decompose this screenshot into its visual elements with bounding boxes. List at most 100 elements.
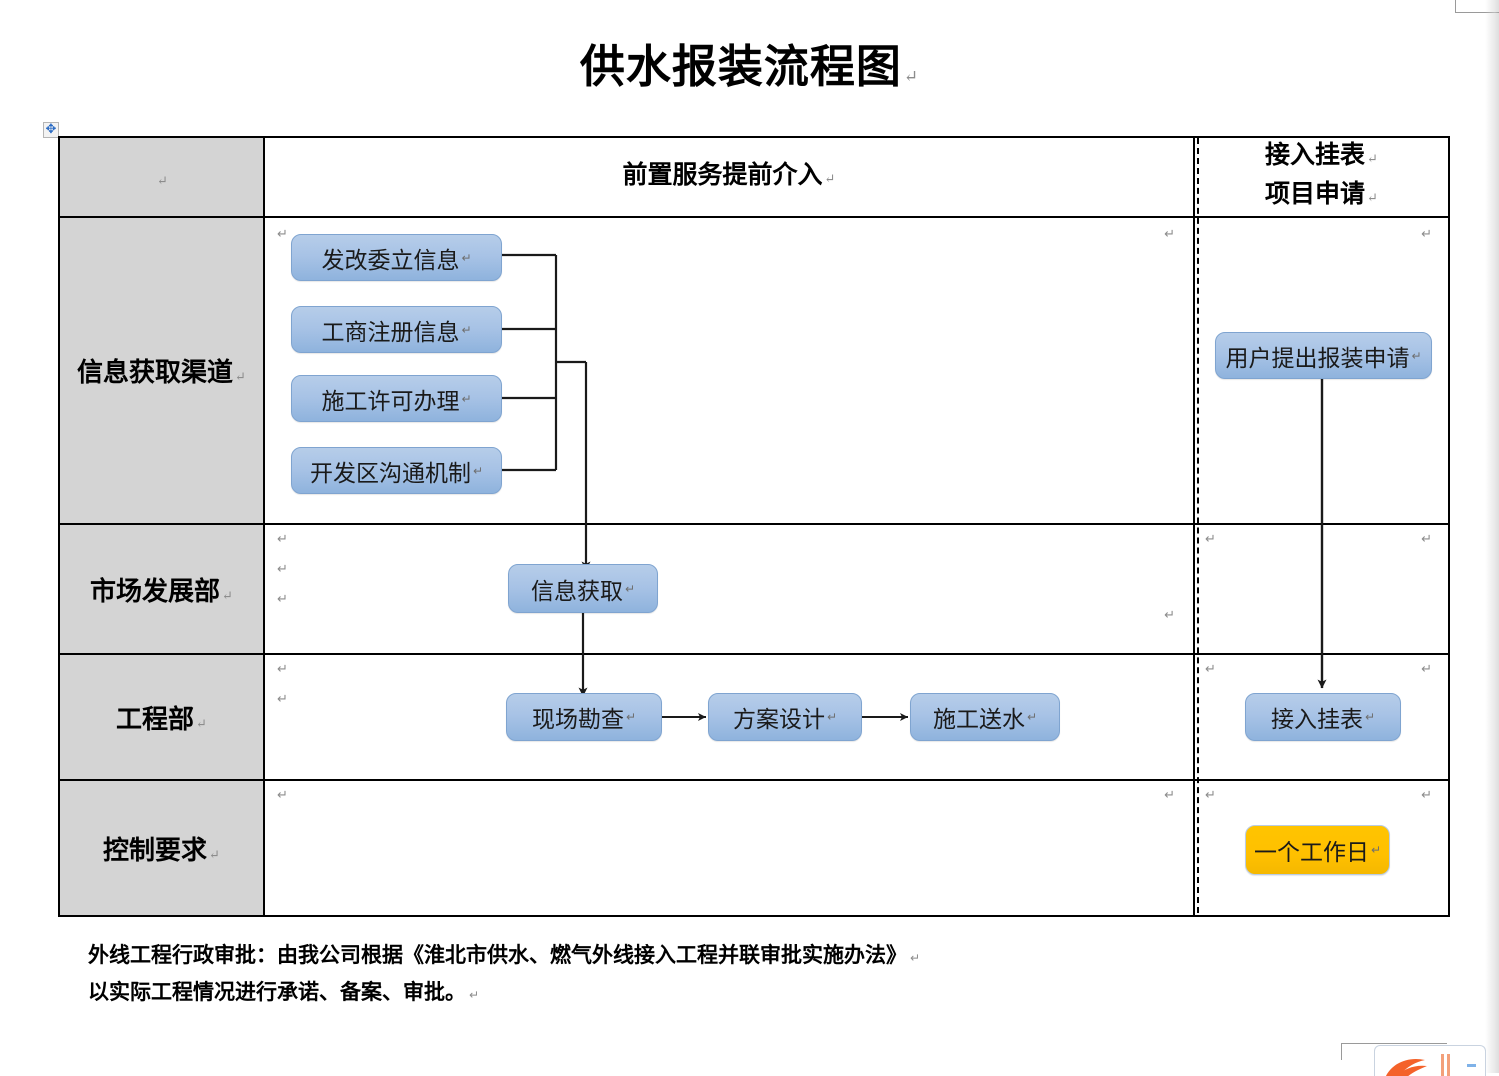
header-center-phase-text: 前置服务提前介入	[622, 159, 823, 189]
table-row-market-dept: 市场发展部↵ ↵ ↵ ↵ ↵ ↵ ↵	[58, 523, 1450, 655]
footer-note-line1-wrap: 外线工程行政审批：由我公司根据《淮北市供水、燃气外线接入工程并联审批实施办法》↵	[88, 938, 1188, 975]
page-title: 供水报装流程图↵	[0, 30, 1499, 95]
node-info-collection[interactable]: 信息获取↵	[508, 564, 658, 613]
header-right-phase-line1-wrap: 接入挂表↵	[1195, 138, 1448, 177]
node-source-business-registration-info[interactable]: 工商注册信息↵	[291, 306, 502, 353]
pilcrow-mark: ↵	[1205, 788, 1216, 803]
node-user-application[interactable]: 用户提出报装申请↵	[1215, 332, 1432, 379]
pilcrow-mark: ↵	[1164, 608, 1175, 623]
pilcrow-mark: ↵	[903, 67, 920, 87]
lane-label-engineering-dept: 工程部↵	[58, 653, 265, 781]
node-source-development-reform-info[interactable]: 发改委立信息↵	[291, 234, 502, 281]
pilcrow-mark: ↵	[1370, 843, 1382, 857]
pilcrow-mark: ↵	[1411, 348, 1422, 363]
lane-body-control-center: ↵ ↵	[263, 779, 1195, 917]
node-source-development-zone-channel[interactable]: 开发区沟通机制↵	[291, 447, 502, 494]
pilcrow-mark: ↵	[1026, 710, 1038, 724]
pilcrow-mark: ↵	[1421, 227, 1432, 242]
pilcrow-mark: ↵	[277, 562, 288, 577]
pilcrow-mark: ↵	[157, 174, 168, 189]
lane-label-header: ↵	[58, 136, 265, 218]
node-source-construction-permit[interactable]: 施工许可办理↵	[291, 375, 502, 422]
pilcrow-mark: ↵	[277, 692, 288, 707]
node-label: 工商注册信息	[321, 319, 460, 346]
pilcrow-mark: ↵	[910, 951, 921, 965]
pilcrow-mark: ↵	[277, 592, 288, 607]
lane-label-info-channels-text: 信息获取渠道	[77, 358, 234, 388]
page-corner-marker	[1341, 1043, 1447, 1060]
node-label: 开发区沟通机制	[309, 460, 471, 487]
node-label: 发改委立信息	[321, 247, 460, 274]
page-title-text: 供水报装流程图	[579, 40, 902, 93]
lane-label-market-dept: 市场发展部↵	[58, 523, 265, 655]
pilcrow-mark: ↵	[1421, 532, 1432, 547]
pilcrow-mark: ↵	[1367, 191, 1378, 206]
orange-swoosh-icon	[1386, 1059, 1427, 1076]
node-label: 方案设计	[732, 707, 825, 733]
pilcrow-mark: ↵	[196, 716, 207, 732]
node-label: 信息获取	[530, 578, 623, 605]
orange-bars-icon	[1441, 1054, 1453, 1076]
pilcrow-mark: ↵	[625, 710, 637, 724]
lane-label-control-requirement: 控制要求↵	[58, 779, 265, 917]
footer-note-line2-wrap: 以实际工程情况进行承诺、备案、审批。↵	[88, 975, 1188, 1012]
lane-label-market-dept-text: 市场发展部	[90, 576, 221, 607]
pilcrow-mark: ↵	[209, 847, 220, 863]
node-scheme-design[interactable]: 方案设计↵	[708, 693, 862, 741]
lane-body-market-right: ↵ ↵	[1193, 523, 1450, 655]
pilcrow-mark: ↵	[1205, 532, 1216, 547]
pilcrow-mark: ↵	[461, 391, 472, 406]
lane-label-engineering-dept-text: 工程部	[116, 704, 195, 735]
pilcrow-mark: ↵	[1367, 152, 1378, 167]
header-cell-center-phase: 前置服务提前介入↵	[263, 136, 1195, 218]
node-label: 接入挂表	[1270, 707, 1363, 733]
lane-label-control-requirement-text: 控制要求	[103, 835, 208, 866]
node-label: 现场勘查	[531, 707, 624, 733]
node-connect-meter[interactable]: 接入挂表↵	[1245, 693, 1401, 741]
page-edge-marker	[1455, 0, 1499, 13]
pilcrow-mark: ↵	[1364, 710, 1376, 724]
pilcrow-mark: ↵	[469, 988, 480, 1002]
pilcrow-mark: ↵	[826, 710, 838, 724]
pilcrow-mark: ↵	[461, 250, 472, 265]
pilcrow-mark: ↵	[277, 788, 288, 803]
pilcrow-mark: ↵	[235, 370, 246, 385]
pilcrow-mark: ↵	[1421, 788, 1432, 803]
header-right-phase-line1: 接入挂表	[1265, 140, 1366, 169]
table-row-control-requirement: 控制要求↵ ↵ ↵ ↵ ↵	[58, 779, 1450, 917]
pilcrow-mark: ↵	[824, 171, 836, 187]
page-right-shade	[1485, 0, 1499, 1073]
node-construction-water-supply[interactable]: 施工送水↵	[910, 693, 1060, 741]
blue-dot-icon	[1467, 1064, 1476, 1067]
footer-note-line1: 外线工程行政审批：由我公司根据《淮北市供水、燃气外线接入工程并联审批实施办法》	[88, 942, 907, 967]
pilcrow-mark: ↵	[1421, 662, 1432, 677]
node-one-working-day[interactable]: 一个工作日↵	[1245, 825, 1390, 875]
pilcrow-mark: ↵	[1164, 788, 1175, 803]
table-move-handle-icon[interactable]: ✥	[43, 122, 59, 138]
swimlane-table: ↵ 前置服务提前介入↵ 接入挂表↵ 项目申请↵ 信息获取渠道↵ ↵ ↵ ↵ 市场…	[58, 136, 1450, 917]
table-row-header: ↵ 前置服务提前介入↵ 接入挂表↵ 项目申请↵	[58, 136, 1450, 218]
phase-divider-dashed-line	[1197, 138, 1199, 913]
pilcrow-mark: ↵	[222, 588, 233, 604]
footer-note: 外线工程行政审批：由我公司根据《淮北市供水、燃气外线接入工程并联审批实施办法》↵…	[88, 938, 1188, 1012]
node-label: 施工许可办理	[321, 388, 460, 415]
header-right-phase-line2-wrap: 项目申请↵	[1195, 177, 1448, 216]
pilcrow-mark: ↵	[277, 227, 288, 242]
lane-label-info-channels: 信息获取渠道↵	[58, 216, 265, 525]
pilcrow-mark: ↵	[461, 322, 472, 337]
node-label: 用户提出报装申请	[1225, 345, 1410, 372]
pilcrow-mark: ↵	[624, 581, 636, 596]
pilcrow-mark: ↵	[277, 532, 288, 547]
node-label: 施工送水	[932, 707, 1025, 733]
lane-body-market-center: ↵ ↵ ↵ ↵	[263, 523, 1195, 655]
header-right-phase-line2: 项目申请	[1265, 179, 1366, 208]
pilcrow-mark: ↵	[472, 463, 484, 478]
node-site-survey[interactable]: 现场勘查↵	[506, 693, 662, 741]
app-chrome-fragment[interactable]	[1374, 1045, 1486, 1076]
pilcrow-mark: ↵	[1164, 227, 1175, 242]
pilcrow-mark: ↵	[1205, 662, 1216, 677]
header-cell-right-phase: 接入挂表↵ 项目申请↵	[1193, 136, 1450, 218]
pilcrow-mark: ↵	[277, 662, 288, 677]
node-label: 一个工作日	[1253, 840, 1369, 866]
footer-note-line2: 以实际工程情况进行承诺、备案、审批。	[88, 979, 466, 1004]
